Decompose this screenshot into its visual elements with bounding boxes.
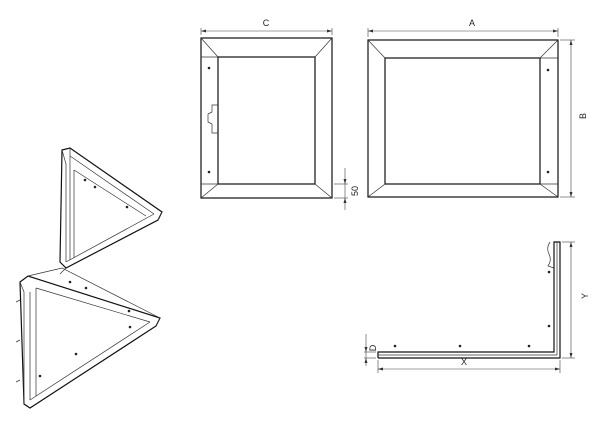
screw-hole [547, 324, 551, 328]
dimension-y: Y [562, 241, 590, 359]
dimension-a: A [367, 18, 559, 37]
dimension-b: B [560, 39, 588, 198]
screw-hole [527, 344, 531, 348]
dimension-50-label: 50 [350, 186, 360, 196]
dimension-50: 50 [334, 168, 360, 210]
screw-hole [207, 66, 211, 70]
dimension-b-label: B [578, 113, 588, 119]
screw-hole [547, 270, 551, 274]
dimension-x: X [377, 357, 561, 373]
screw-hole [546, 170, 550, 174]
side-view-frame [367, 39, 559, 198]
dimension-y-label: Y [580, 293, 590, 299]
screw-hole [546, 68, 550, 72]
dimension-c-label: C [263, 18, 270, 28]
front-view-frame [200, 37, 333, 199]
screw-hole [207, 170, 211, 174]
dimension-x-label: X [461, 357, 467, 367]
dimension-c: C [200, 18, 333, 35]
isometric-view [15, 147, 163, 409]
dimension-a-label: A [469, 18, 475, 28]
screw-hole [458, 344, 462, 348]
section-view [377, 241, 561, 359]
dimension-d: D [364, 334, 378, 366]
dimension-d-label: D [368, 344, 378, 351]
screw-hole [393, 344, 397, 348]
